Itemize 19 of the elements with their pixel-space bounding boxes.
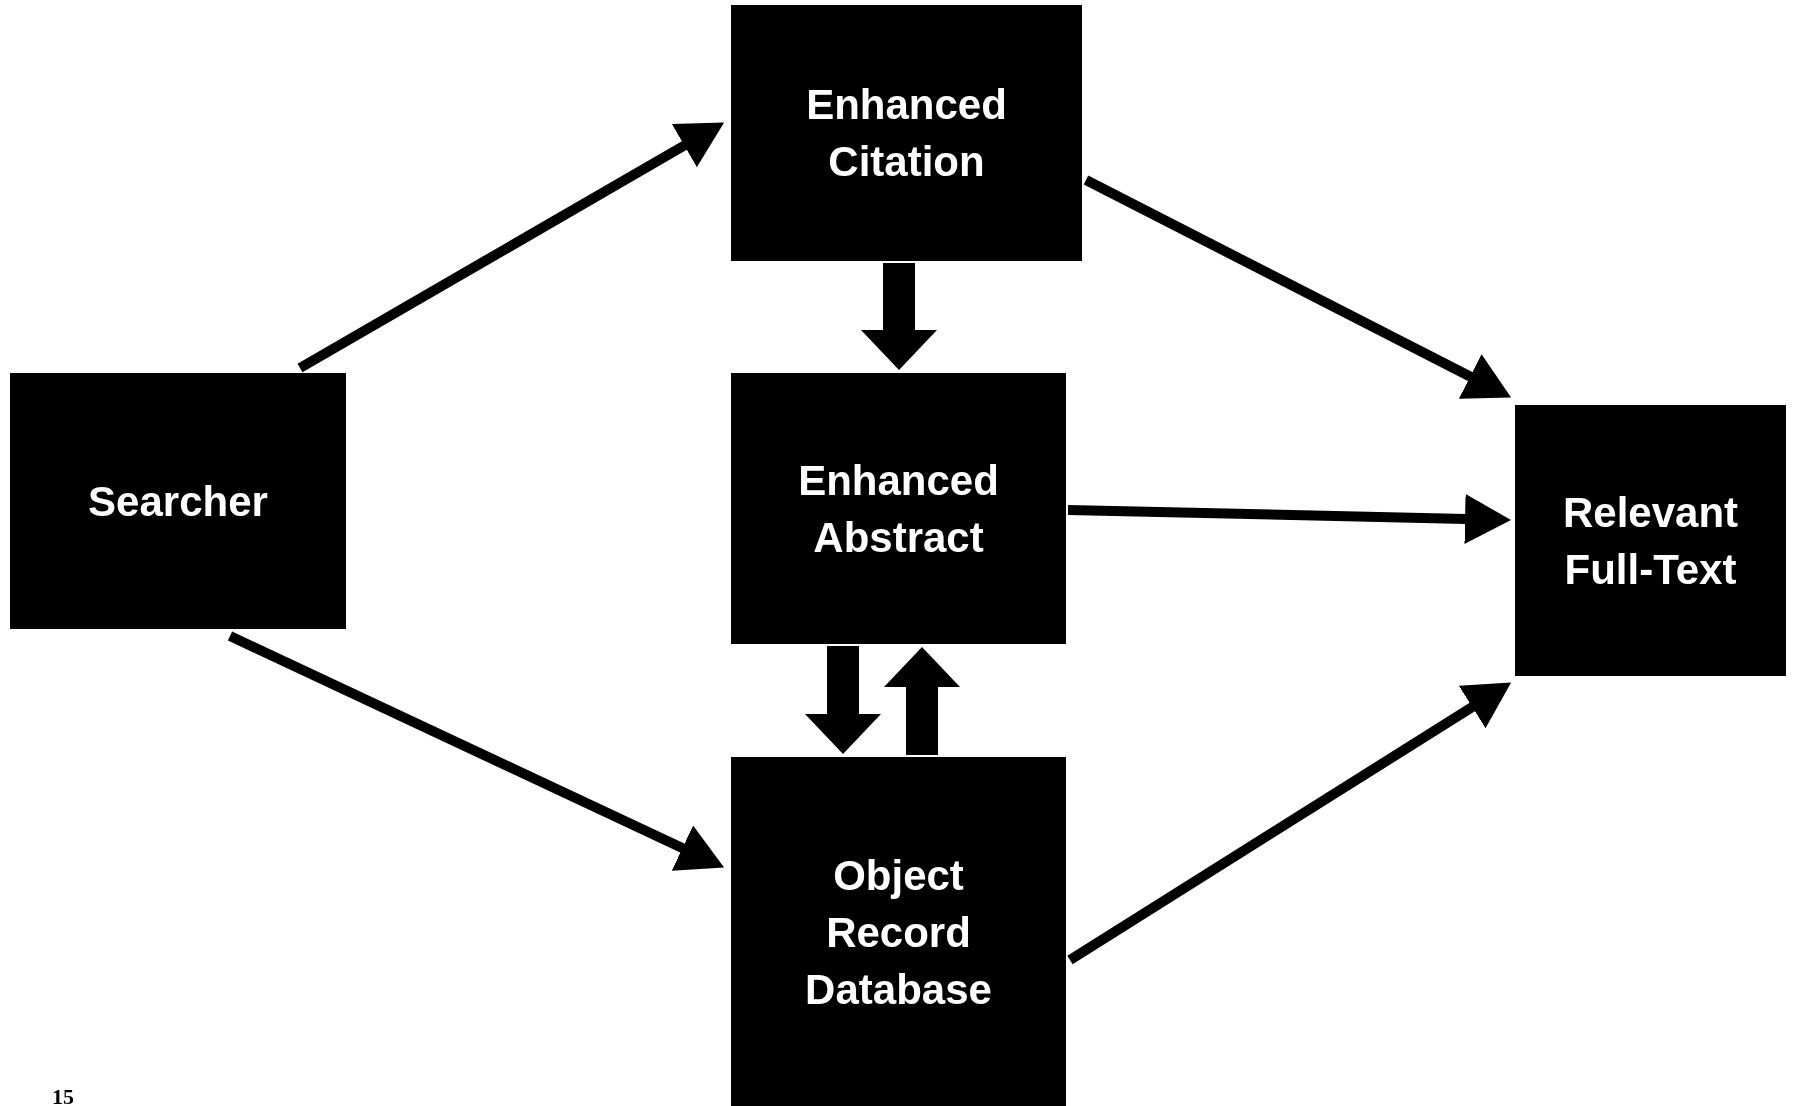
process-box (10, 373, 346, 629)
arrow (227, 631, 725, 871)
arrow (805, 646, 881, 754)
process-box (1515, 405, 1786, 676)
box-label: Enhanced Citation (805, 80, 1008, 187)
box-label: Object Record Database (804, 851, 993, 1015)
arrow (884, 647, 960, 755)
arrow (1083, 175, 1512, 399)
arrow (1067, 493, 1511, 544)
process-box (731, 373, 1066, 644)
box-label: Relevant Full-Text (1561, 487, 1740, 595)
arrow (861, 263, 937, 370)
page-number: 15 (52, 1084, 74, 1106)
box-label: Enhanced Abstract (797, 455, 1000, 563)
arrow (297, 122, 725, 373)
process-box (731, 757, 1066, 1106)
box-label: Searcher (87, 476, 269, 527)
arrow (1067, 682, 1512, 965)
process-box (731, 5, 1082, 261)
